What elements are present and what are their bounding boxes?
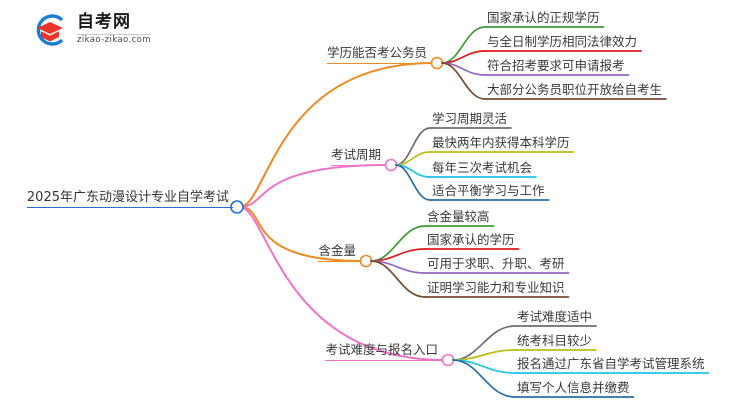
leaf-label-3-4[interactable]: 证明学习能力和专业知识 <box>427 280 565 295</box>
leaf-label-2-3[interactable]: 每年三次考试机会 <box>432 160 533 175</box>
branch-label-2[interactable]: 考试周期 <box>330 148 385 166</box>
branch-node-2 <box>384 158 398 172</box>
leaf-label-2-2[interactable]: 最快两年内获得本科学历 <box>432 135 570 150</box>
branch-label-3[interactable]: 含金量 <box>318 244 360 262</box>
logo-name-cn: 自考网 <box>77 12 131 33</box>
graduation-cap-logo-icon <box>30 12 70 48</box>
leaf-label-3-2[interactable]: 国家承认的学历 <box>427 232 515 247</box>
branch-node-1 <box>430 56 444 70</box>
branch-label-4[interactable]: 考试难度与报名入口 <box>325 343 442 361</box>
branch-label-1[interactable]: 学历能否考公务员 <box>326 46 431 64</box>
leaf-label-1-3[interactable]: 符合招考要求可申请报考 <box>487 58 625 73</box>
leaf-label-4-4[interactable]: 填写个人信息并缴费 <box>517 380 630 395</box>
leaf-label-3-3[interactable]: 可用于求职、升职、考研 <box>427 256 565 271</box>
leaf-label-4-2[interactable]: 统考科目较少 <box>517 333 593 348</box>
leaf-label-1-4[interactable]: 大部分公务员职位开放给自考生 <box>487 82 663 97</box>
site-logo: 自考网 zikao-zikao.com <box>30 12 151 48</box>
leaf-label-3-1[interactable]: 含金量较高 <box>427 209 490 224</box>
leaf-label-1-1[interactable]: 国家承认的正规学历 <box>487 10 600 25</box>
leaf-label-4-1[interactable]: 考试难度适中 <box>517 309 593 324</box>
logo-divider <box>77 34 151 36</box>
leaf-label-2-4[interactable]: 适合平衡学习与工作 <box>432 183 545 198</box>
leaf-label-1-2[interactable]: 与全日制学历相同法律效力 <box>487 34 638 49</box>
branch-node-3 <box>359 254 373 268</box>
logo-name-en: zikao-zikao.com <box>77 35 151 46</box>
branch-node-4 <box>441 353 455 367</box>
leaf-label-2-1[interactable]: 学习周期灵活 <box>432 111 508 126</box>
leaf-label-4-3[interactable]: 报名通过广东省自学考试管理系统 <box>517 356 705 371</box>
root-node-label[interactable]: 2025年广东动漫设计专业自学考试 <box>26 191 233 208</box>
